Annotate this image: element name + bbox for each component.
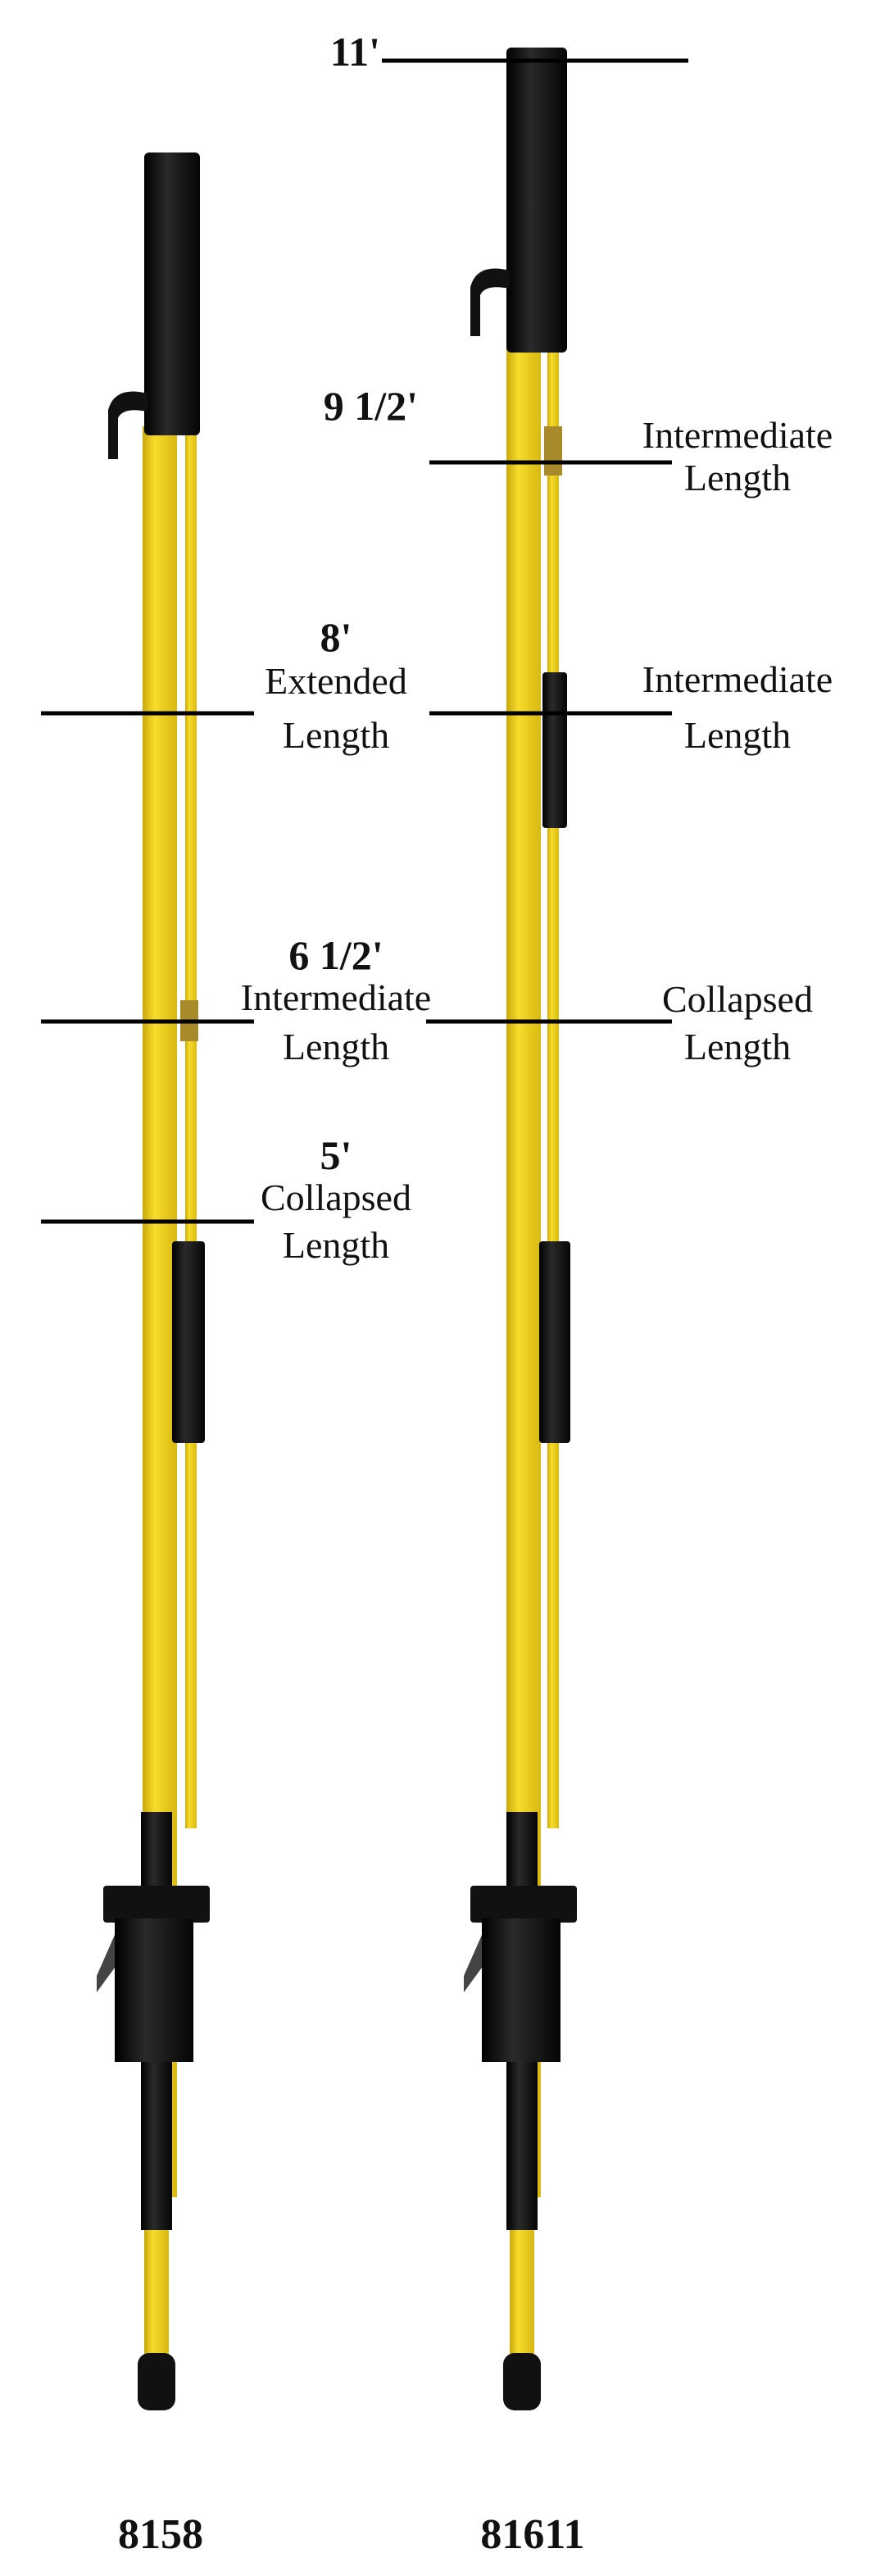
model-number-81611: 81611 [480,2511,585,2558]
trigger [97,1935,115,1992]
lower-pole [144,2230,169,2361]
marker-label: Length [282,1224,390,1266]
marker-label: Length [683,714,792,756]
sleeve-lower [539,1241,570,1443]
end-cap [503,2353,541,2410]
pole-head [144,152,200,435]
lower-pole [510,2230,534,2361]
marker-label: Length [683,1026,792,1067]
marker-value: 6 1/2' [288,932,384,978]
collar [103,1886,210,1923]
marker-label: Length [282,714,390,756]
grip [115,1918,193,2062]
sleeve-upper [542,672,567,828]
thin-rod [185,435,197,1828]
brass-fitting [544,426,562,476]
marker-value: 11' [329,29,380,75]
marker-label: Intermediate [642,658,833,700]
marker-label: Collapsed [662,978,813,1020]
grip [482,1918,560,2062]
marker-label: Length [683,457,792,498]
marker-value: 9 1/2' [323,383,418,429]
marker-label: Collapsed [261,1176,411,1218]
marker-value: 8' [320,614,352,660]
marker-label: Intermediate [240,976,432,1018]
hook-icon [108,391,148,459]
collar [470,1886,577,1923]
marker-label: Extended [265,660,407,702]
thin-rod [547,353,559,1828]
marker-label: Length [282,1026,390,1067]
sleeve [172,1241,205,1443]
marker-value: 5' [320,1132,352,1178]
pole-8158 [97,152,210,2410]
end-cap [138,2353,175,2410]
trigger [464,1935,482,1992]
pole-head [506,48,567,353]
pole-81611 [464,48,577,2410]
hook-icon [470,268,510,336]
marker-label: Intermediate [642,414,833,456]
model-number-8158: 8158 [118,2511,203,2558]
measurement-lines [41,58,688,1224]
